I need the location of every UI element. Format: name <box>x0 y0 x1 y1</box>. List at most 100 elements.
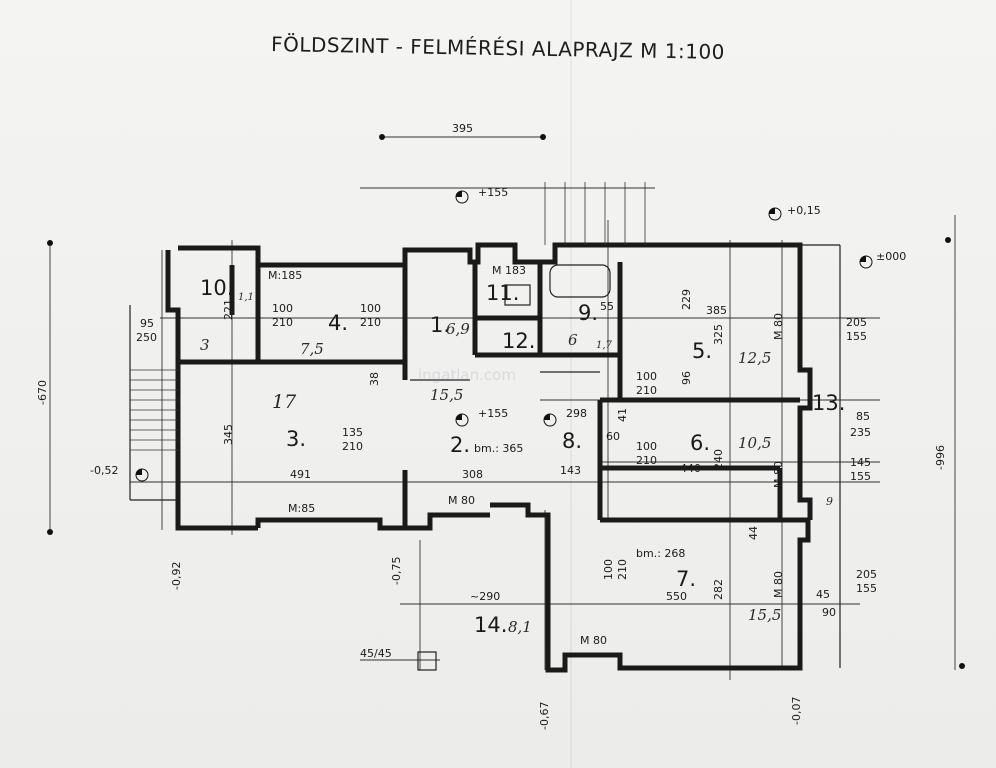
dim-491: 491 <box>290 468 311 481</box>
room-4-area: 7,5 <box>300 340 324 358</box>
dim-440: 440 <box>680 462 701 475</box>
details <box>129 182 841 671</box>
room-14-area: 8,1 <box>508 618 532 636</box>
paper-fold <box>570 0 572 768</box>
dim-90: 90 <box>822 606 836 619</box>
dim-width-top: 395 <box>452 122 473 135</box>
door-210-d: 210 <box>636 384 657 397</box>
room-7-area: 15,5 <box>748 606 781 624</box>
dim-250: 250 <box>136 331 157 344</box>
dim-308: 308 <box>462 468 483 481</box>
room-3-number: 3. <box>286 427 306 451</box>
dim-41: 41 <box>616 408 629 422</box>
door-100-e: 100 <box>636 440 657 453</box>
level-015: +0,15 <box>787 204 821 217</box>
door-135: 135 <box>342 426 363 439</box>
room-9-area: 1,7 <box>596 340 613 351</box>
room-4-number: 4. <box>328 311 348 335</box>
room-1-area: 6,9 <box>446 320 470 338</box>
dim-235: 235 <box>850 426 871 439</box>
dim-44: 44 <box>747 526 760 540</box>
dim-240: 240 <box>712 449 725 470</box>
dim-205-a: 205 <box>846 316 867 329</box>
level-298: 298 <box>566 407 587 420</box>
level-000: ±000 <box>876 250 906 263</box>
dim-229: 229 <box>680 289 693 310</box>
level-075: -0,75 <box>390 557 403 585</box>
room-6-number: 6. <box>690 431 710 455</box>
walls <box>165 242 813 673</box>
door-h-b: 210 <box>360 316 381 329</box>
room-9-number: 9. <box>578 301 598 325</box>
room-10-number: 10. <box>200 276 233 300</box>
door-210: 210 <box>342 440 363 453</box>
label-m80-e: M 80 <box>772 571 785 598</box>
dim-145: 145 <box>850 456 871 469</box>
level-052: -0,52 <box>90 464 118 477</box>
room-3-small-number: 3 <box>200 336 210 354</box>
room-8-number: 8. <box>562 429 582 453</box>
room-2-area: 15,5 <box>430 386 463 404</box>
dim-55: 55 <box>600 300 614 313</box>
dim-95: 95 <box>140 317 154 330</box>
room-13-number: 13. <box>812 391 845 415</box>
dim-282: 282 <box>712 579 725 600</box>
room-2-number: 2. <box>450 433 470 457</box>
door-h-a: 210 <box>272 316 293 329</box>
room-5-number: 5. <box>692 339 712 363</box>
room-10-area: 1,1 <box>238 292 254 303</box>
room-3-area: 17 <box>272 391 297 413</box>
dim-60: 60 <box>606 430 620 443</box>
label-m85: M:85 <box>288 502 315 515</box>
dim-45: 45 <box>816 588 830 601</box>
dim-38: 38 <box>368 372 381 386</box>
dim-155-a: 155 <box>846 330 867 343</box>
dim-290: ~290 <box>470 590 500 603</box>
bm-268: bm.: 268 <box>636 547 685 560</box>
level-markers <box>135 190 873 482</box>
room-1-number: 1. <box>430 313 450 337</box>
door-100-c: 100 <box>602 559 615 580</box>
room-5-area: 12,5 <box>738 349 771 367</box>
dim-205-b: 205 <box>856 568 877 581</box>
label-m80-b: M 80 <box>580 634 607 647</box>
room-6-area: 10,5 <box>738 434 771 452</box>
label-m185: M:185 <box>268 269 302 282</box>
dim-143: 143 <box>560 464 581 477</box>
dim-4545: 45/45 <box>360 647 392 660</box>
room-11-number: 11. <box>486 281 519 305</box>
watermark: ingatlan.com <box>418 366 516 384</box>
door-w-a: 100 <box>272 302 293 315</box>
room-labels: 10. 1,1 4. 7,5 1. 6,9 11. 12. 9. 1,7 5. … <box>200 276 845 637</box>
dim-96: 96 <box>680 371 693 385</box>
door-w-b: 100 <box>360 302 381 315</box>
dim-155-b: 155 <box>850 470 871 483</box>
dim-221: 221 <box>222 299 235 320</box>
dim-85: 85 <box>856 410 870 423</box>
bm-365: bm.: 365 <box>474 442 523 455</box>
label-m80-d: M 80 <box>772 461 785 488</box>
level-067: -0,67 <box>538 702 551 730</box>
door-210-e: 210 <box>636 454 657 467</box>
dim-155-c: 155 <box>856 582 877 595</box>
door-210-c: 210 <box>616 559 629 580</box>
dimension-texts: 395 +155 +0,15 ±000 -0,52 +155 298 -0,92… <box>36 122 947 730</box>
room-12-number: 12. <box>502 329 535 353</box>
dim-550: 550 <box>666 590 687 603</box>
dim-left-vertical: -670 <box>36 380 49 405</box>
level-007: -0,07 <box>790 697 803 725</box>
level-155-mid: +155 <box>478 407 508 420</box>
dim-right-vertical: -996 <box>934 445 947 470</box>
label-m183: M 183 <box>492 264 526 277</box>
label-m80-a: M 80 <box>448 494 475 507</box>
level-155-top: +155 <box>478 186 508 199</box>
dim-385: 385 <box>706 304 727 317</box>
door-100-d: 100 <box>636 370 657 383</box>
room-9-side-area: 9 <box>826 495 833 508</box>
dim-325: 325 <box>712 324 725 345</box>
label-m80-c: M 80 <box>772 313 785 340</box>
room-14-number: 14. <box>474 613 507 637</box>
room-7-number: 7. <box>676 567 696 591</box>
